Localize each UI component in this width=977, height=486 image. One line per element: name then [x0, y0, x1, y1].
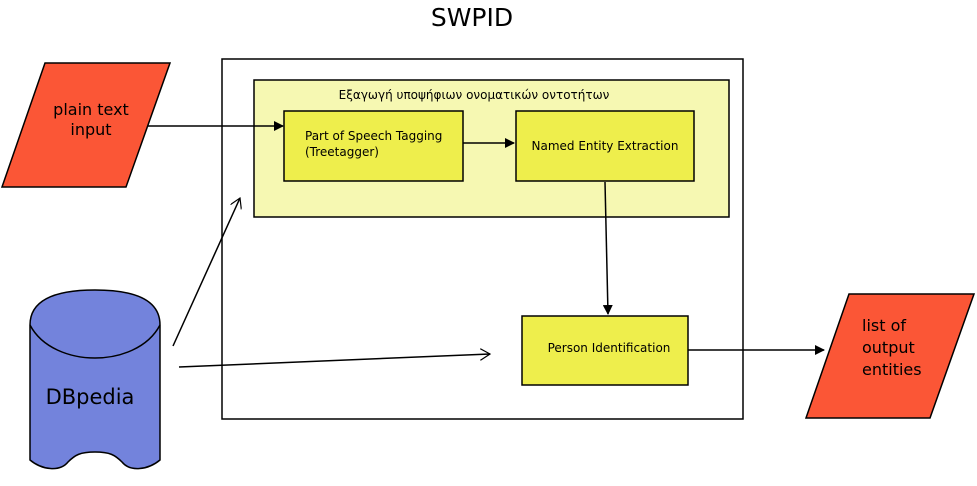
dbpedia-cylinder-rim	[29, 324, 161, 359]
output-label-line2: output	[862, 338, 915, 357]
pos-tagging-node	[283, 110, 464, 182]
pos-tagging-label-line1: Part of Speech Tagging	[305, 129, 442, 143]
diagram-title: SWPID	[431, 3, 513, 32]
named-entity-extraction-label: Named Entity Extraction	[532, 139, 679, 153]
arrow-dbpedia-to-person-id	[178, 354, 490, 368]
named-entity-extraction-node	[515, 110, 695, 182]
output-entities-node	[804, 293, 976, 419]
input-label-line1: plain text	[53, 100, 129, 119]
extraction-stage-label: Εξαγωγή υποψήφιων ονοματικών οντοτήτων	[339, 88, 610, 102]
person-identification-label: Person Identification	[548, 341, 671, 355]
dbpedia-label: DBpedia	[46, 385, 135, 409]
arrow-dbpedia-to-extraction	[172, 198, 240, 347]
person-identification-node	[521, 315, 689, 386]
dbpedia-node	[29, 289, 161, 470]
output-label-line1: list of	[862, 316, 906, 335]
arrow-ner-to-person-id	[602, 181, 613, 315]
pos-tagging-label-line2: (Treetagger)	[305, 145, 379, 159]
output-label-line3: entities	[862, 360, 922, 379]
plain-text-input-node	[0, 62, 172, 188]
input-label-line2: input	[70, 120, 111, 139]
